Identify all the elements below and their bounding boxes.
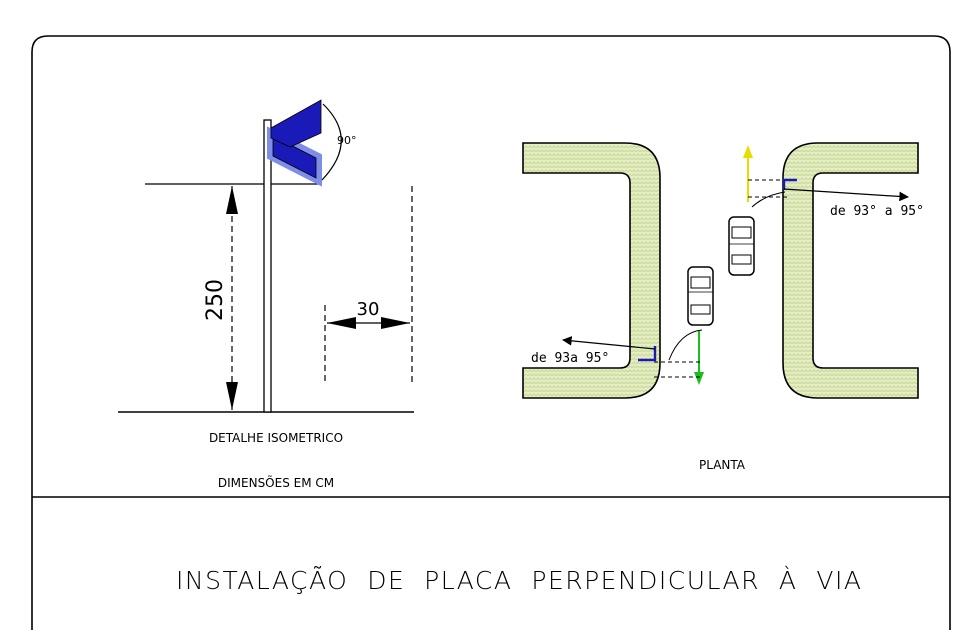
height-arrow-top — [226, 186, 238, 214]
angle-indicator-top — [743, 145, 909, 208]
sign-plate-front-inner — [272, 135, 317, 179]
height-arrow-bottom — [226, 382, 238, 410]
offset-dimension-value: 30 — [357, 299, 380, 320]
height-dimension-value: 250 — [203, 279, 228, 321]
offset-arrow-left — [327, 317, 356, 329]
angle-label-90: 90° — [337, 134, 357, 147]
sign-plate-plan-bottom — [638, 346, 657, 362]
angle-range-bottom-label: de 93a 95° — [531, 351, 609, 366]
left-curb — [522, 142, 661, 399]
street-sign — [267, 99, 322, 187]
right-curb — [782, 142, 919, 399]
plan-view: de 93° a 95° de 93a 95° PLANTA — [522, 142, 924, 472]
angle-arc-90 — [321, 103, 342, 181]
drawing-title: INSTALAÇÃO DE PLACA PERPENDICULAR À VIA — [176, 566, 863, 595]
dimensions-caption: DIMENSÕES EM CM — [218, 475, 334, 490]
sign-post — [263, 119, 272, 413]
sign-plate-top — [270, 99, 322, 148]
detail-caption: DETALHE ISOMETRICO — [209, 431, 343, 445]
angle-indicator-bottom — [562, 329, 704, 385]
isometric-detail: 90° 250 30 DETALHE ISOMETRICO DIMENSÕES … — [118, 99, 414, 490]
sign-plate-plan-top — [782, 178, 797, 190]
angle-range-top-label: de 93° a 95° — [830, 204, 924, 219]
car-2 — [728, 216, 755, 276]
sheet-border — [31, 35, 951, 630]
plan-caption: PLANTA — [699, 458, 746, 472]
offset-arrow-right — [381, 317, 410, 329]
car-1 — [687, 266, 714, 326]
